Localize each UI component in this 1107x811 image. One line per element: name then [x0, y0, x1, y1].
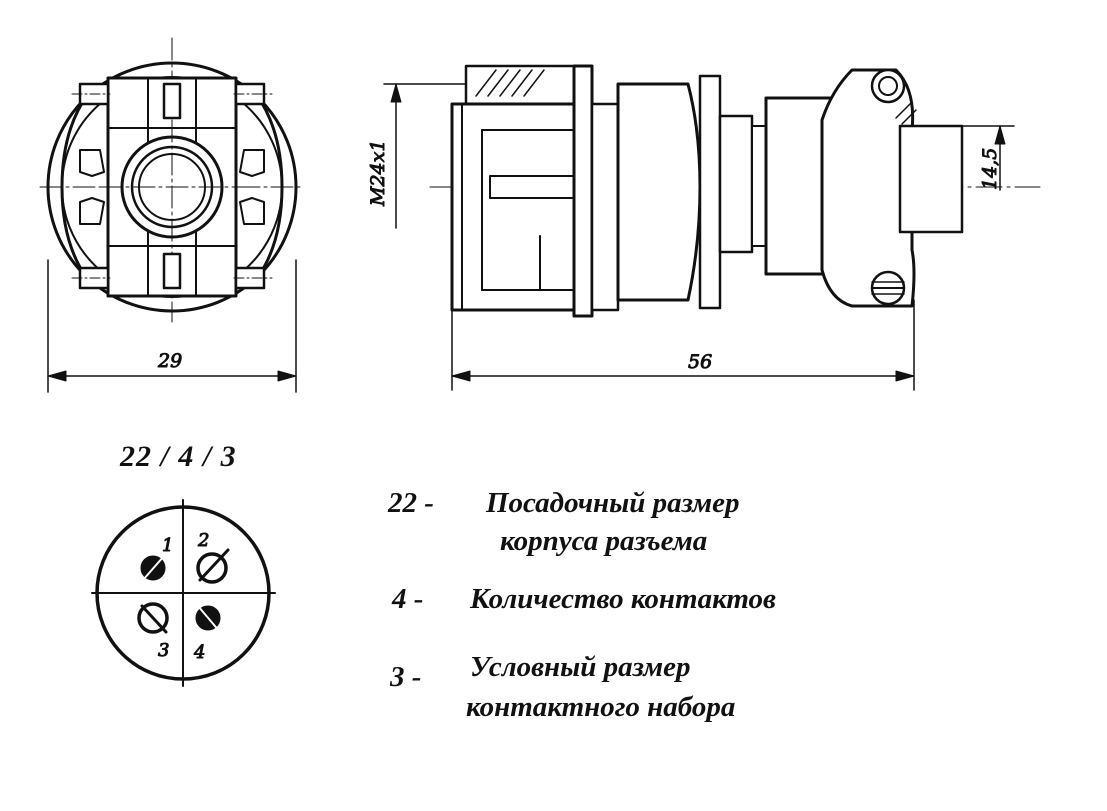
- pin-label-1: 1: [162, 535, 173, 556]
- legend-line: Посадочный размер: [486, 487, 740, 519]
- legend-key: 22 -: [388, 487, 434, 519]
- pin-label-2: 2: [197, 530, 209, 551]
- legend-line: Условный размер: [470, 651, 691, 683]
- legend-line: корпуса разъема: [500, 525, 708, 557]
- legend-line: Количество контактов: [470, 583, 777, 615]
- legend-item-contact-set: 3 - Условный размер контактного набора: [390, 648, 810, 728]
- pin-2: [196, 548, 230, 584]
- legend-item-contact-count: 4 - Количество контактов: [392, 580, 852, 620]
- pin-label-4: 4: [193, 642, 205, 663]
- pin-3: [137, 602, 169, 634]
- pin-layout: [91, 499, 276, 687]
- legend-key: 3 -: [390, 661, 422, 693]
- pin-label-3: 3: [158, 640, 169, 661]
- dimension-offset: 14,5: [979, 148, 1001, 190]
- legend-key: 4 -: [392, 583, 424, 615]
- pin-4: [195, 605, 221, 633]
- front-view: [39, 37, 301, 393]
- dimension-width: 29: [157, 350, 182, 372]
- legend-item-body-size: 22 - Посадочный размер корпуса разъема: [388, 484, 828, 564]
- dimension-thread: M24x1: [367, 140, 389, 207]
- connector-code: 22 / 4 / 3: [120, 440, 237, 473]
- pin-1: [140, 555, 166, 581]
- side-view: [383, 64, 1041, 391]
- legend-line: контактного набора: [466, 691, 736, 723]
- dimension-length: 56: [688, 351, 712, 373]
